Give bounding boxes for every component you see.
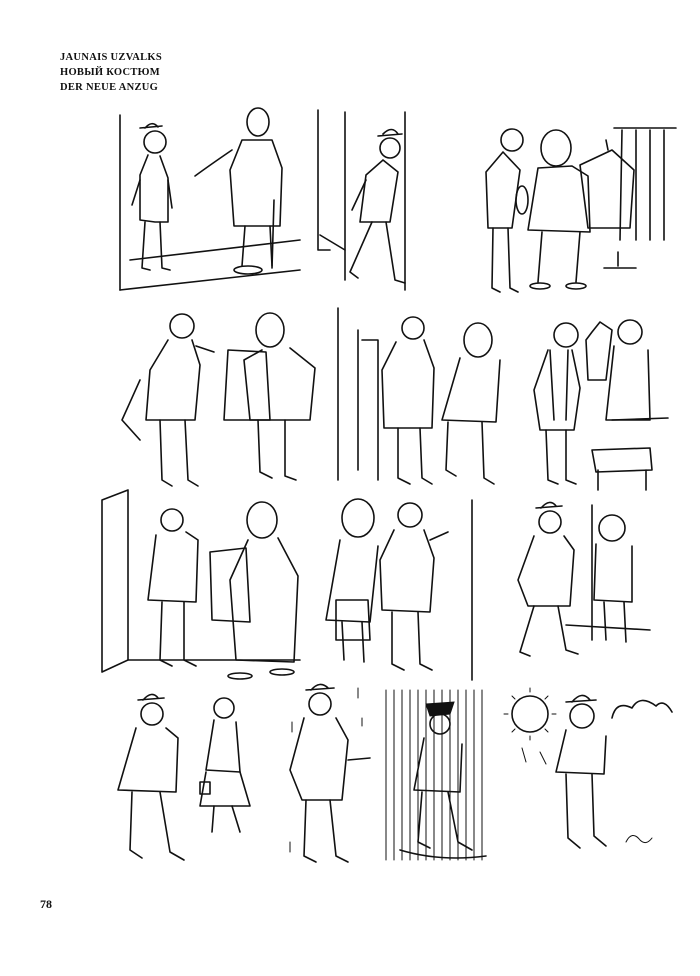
jacket-on-hanger	[579, 139, 635, 229]
figure-tailor-with-garment	[209, 501, 299, 680]
panel-2-2	[337, 307, 501, 485]
figure-man-entering	[349, 128, 406, 284]
panel-4-2	[289, 683, 371, 863]
figure-tailor-with-mannequin	[585, 319, 651, 421]
figure-man-in-rain	[413, 701, 473, 851]
figure-tailor	[194, 107, 283, 275]
figure-man-shrunken-suit	[555, 694, 607, 849]
figure-man-in-hat	[131, 122, 173, 271]
panel-1-2	[317, 109, 406, 291]
title-block: JAUNAIS UZVALKS НОВЫЙ КОСТЮМ DER NEUE AN…	[60, 50, 162, 95]
title-latvian: JAUNAIS UZVALKS	[60, 52, 163, 63]
panel-2-1	[121, 312, 316, 487]
cloud-icon	[611, 699, 673, 719]
panel-4-4	[503, 687, 673, 849]
figure-man-strolling	[117, 693, 185, 861]
figure-tailor-fitting	[441, 322, 501, 485]
panel-3-1	[101, 489, 301, 680]
panel-3-3	[471, 499, 651, 681]
panel-4-3	[385, 689, 487, 861]
panel-1-1	[119, 107, 301, 291]
raindrops	[289, 687, 363, 853]
figure-man-in-doorway	[147, 508, 199, 667]
figure-man-being-fitted	[381, 316, 435, 485]
clothes-rack	[603, 127, 677, 269]
rain-curtain	[385, 689, 483, 861]
chair-with-clothes	[591, 417, 669, 491]
figure-man-in-suspenders	[533, 322, 581, 485]
figure-tailor-holding-jacket	[223, 312, 316, 481]
title-german: DER NEUE ANZUG	[60, 82, 159, 93]
figure-tailor-laughing	[325, 498, 379, 663]
figure-tailor-in-shop	[593, 514, 633, 643]
figure-woman	[199, 697, 251, 833]
figure-customer	[485, 128, 529, 293]
title-russian: НОВЫЙ КОСТЮМ	[60, 67, 161, 78]
figure-man-looking-up	[289, 683, 371, 863]
figure-tailor-with-jacket	[527, 129, 591, 290]
panel-4-1	[117, 693, 251, 861]
page-number: 78	[40, 897, 52, 911]
panel-1-3	[485, 127, 677, 293]
panel-2-3	[533, 319, 669, 491]
figure-man-walking-out	[517, 501, 579, 657]
figure-man-in-new-suit	[379, 502, 449, 671]
figure-man-undressing	[121, 313, 215, 487]
panel-3-2	[325, 498, 449, 671]
sun-icon	[503, 687, 557, 765]
